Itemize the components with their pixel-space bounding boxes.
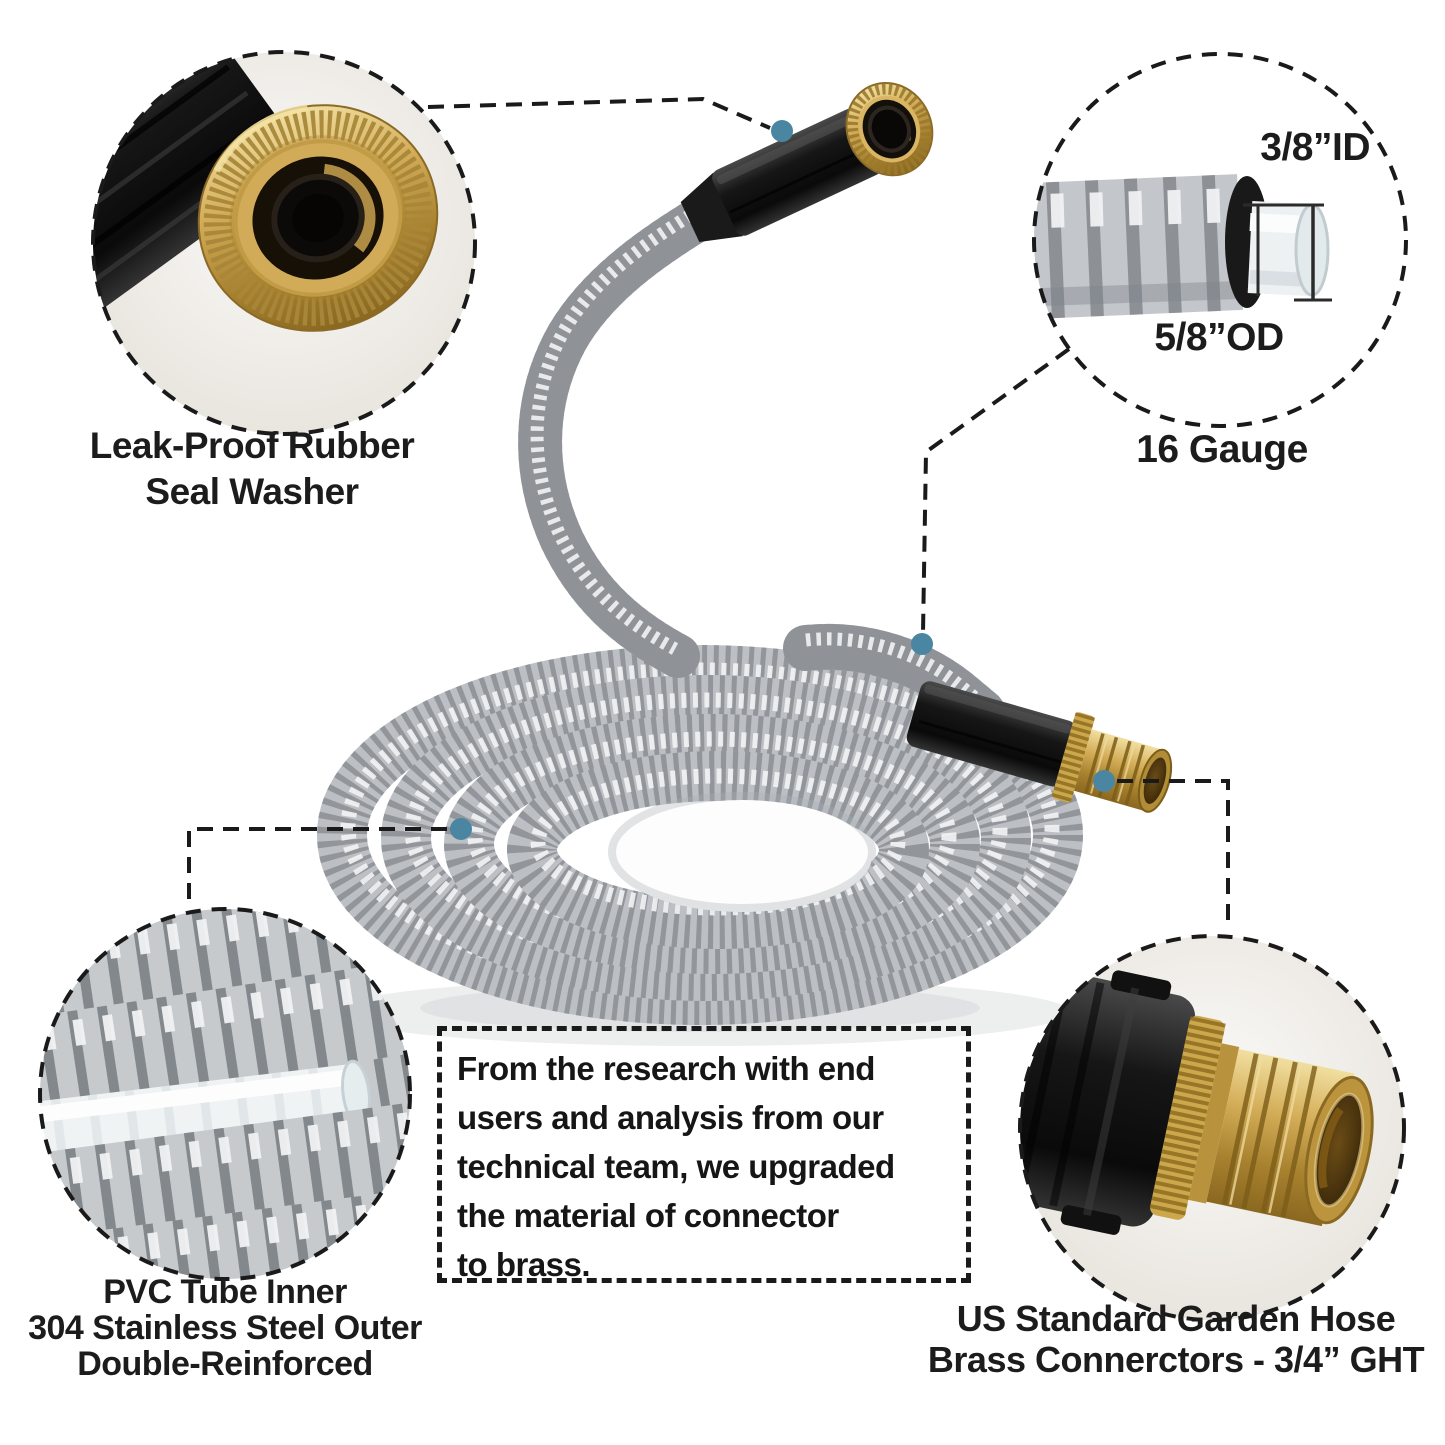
leader-line-bottom-right [1117,779,1230,930]
female-connector-top [680,81,934,243]
note-line3: technical team, we upgraded [457,1148,895,1185]
caption-seal-washer-line2: Seal Washer [145,471,359,512]
callout-circle-top-left [91,50,477,436]
caption-brass-connectors-line2: Brass Connerctors - 3/4” GHT [927,1339,1425,1380]
note-line2: users and analysis from our [457,1099,884,1136]
leader-line-top-left [427,96,771,130]
label-outer-diameter: 5/8”OD [1154,316,1284,359]
note-line5: to brass. [457,1246,591,1283]
note-line1: From the research with end [457,1050,875,1087]
caption-brass-connectors-line1: US Standard Garden Hose [956,1298,1396,1339]
coil-ring-3 [444,714,980,974]
callout-circle-bottom-left [38,907,412,1281]
male-connector [906,681,1173,813]
caption-seal-washer-line1: Leak-Proof Rubber [89,425,415,466]
coil-center-hole [612,800,872,912]
caption-hose-layers-line1: PVC Tube Inner [103,1273,347,1311]
callout-photo-cross-section [1034,54,1406,426]
coil-ring-inner [507,751,929,949]
caption-hose-layers-line2: 304 Stainless Steel Outer [28,1309,422,1347]
marker-dot-material [450,818,472,840]
label-inner-diameter: 3/8”ID [1260,126,1370,169]
callout-circle-top-right [1032,52,1408,428]
caption-gauge: 16 Gauge [1136,428,1308,471]
caption-seal-washer: Leak-Proof Rubber Seal Washer [12,423,492,515]
caption-brass-connectors: US Standard Garden Hose Brass Connerctor… [926,1298,1426,1380]
marker-dot-top-connector [771,120,793,142]
marker-dot-gauge [911,633,933,655]
caption-hose-layers-line3: Double-Reinforced [77,1345,373,1383]
marker-dot-male-connector [1093,770,1115,792]
leader-line-bottom-left [187,827,447,909]
pvc-inner-tube [40,1059,371,1166]
callout-photo-seal-washer [93,52,475,434]
caption-hose-layers: PVC Tube Inner 304 Stainless Steel Outer… [0,1274,475,1382]
leader-line-top-right [921,347,1071,634]
diameter-measurement-lines [1243,203,1332,302]
note-line4: the material of connector [457,1197,839,1234]
note-box: From the research with end users and ana… [437,1026,971,1283]
hose-s-curve [518,162,778,678]
callout-circle-bottom-right [1018,934,1406,1322]
